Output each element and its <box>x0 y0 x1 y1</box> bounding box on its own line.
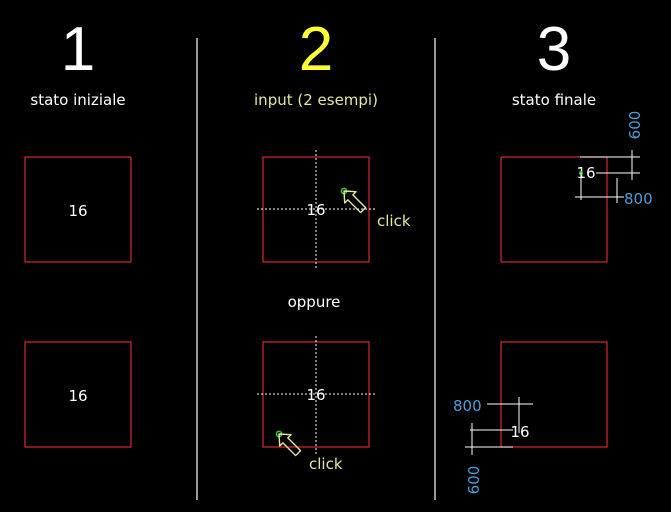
column-title-3: stato finale <box>512 91 596 109</box>
column-title-1: stato iniziale <box>30 91 125 109</box>
box-value-input-bottom: 16 <box>306 386 325 404</box>
box-final-top <box>500 156 608 263</box>
click-label-bottom: click <box>309 455 343 473</box>
dimension-horizontal-bottom: 800 <box>453 397 482 415</box>
box-value-input-top: 16 <box>306 201 325 219</box>
column-number-3: 3 <box>537 15 571 84</box>
box-final-bottom <box>500 341 608 448</box>
box-initial-top <box>24 156 132 263</box>
dimension-horizontal-top: 800 <box>624 190 653 208</box>
box-value-initial-bottom: 16 <box>68 387 87 405</box>
dimension-vertical-bottom: 600 <box>465 466 483 495</box>
click-label-top: click <box>377 212 411 230</box>
cursor-arrow-icon <box>278 433 302 457</box>
dimension-lines-top <box>575 150 640 203</box>
separator-label: oppure <box>288 293 341 311</box>
dimension-lines-bottom <box>465 397 533 455</box>
box-value-initial-top: 16 <box>68 202 87 220</box>
column-number-1: 1 <box>61 15 95 84</box>
box-value-final-bottom: 16 <box>510 423 529 441</box>
dimension-vertical-top: 600 <box>626 111 644 140</box>
column-title-2: input (2 esempi) <box>254 91 378 109</box>
column-number-2: 2 <box>299 15 333 84</box>
box-initial-bottom <box>24 341 132 448</box>
cursor-arrow-icon <box>343 190 367 214</box>
